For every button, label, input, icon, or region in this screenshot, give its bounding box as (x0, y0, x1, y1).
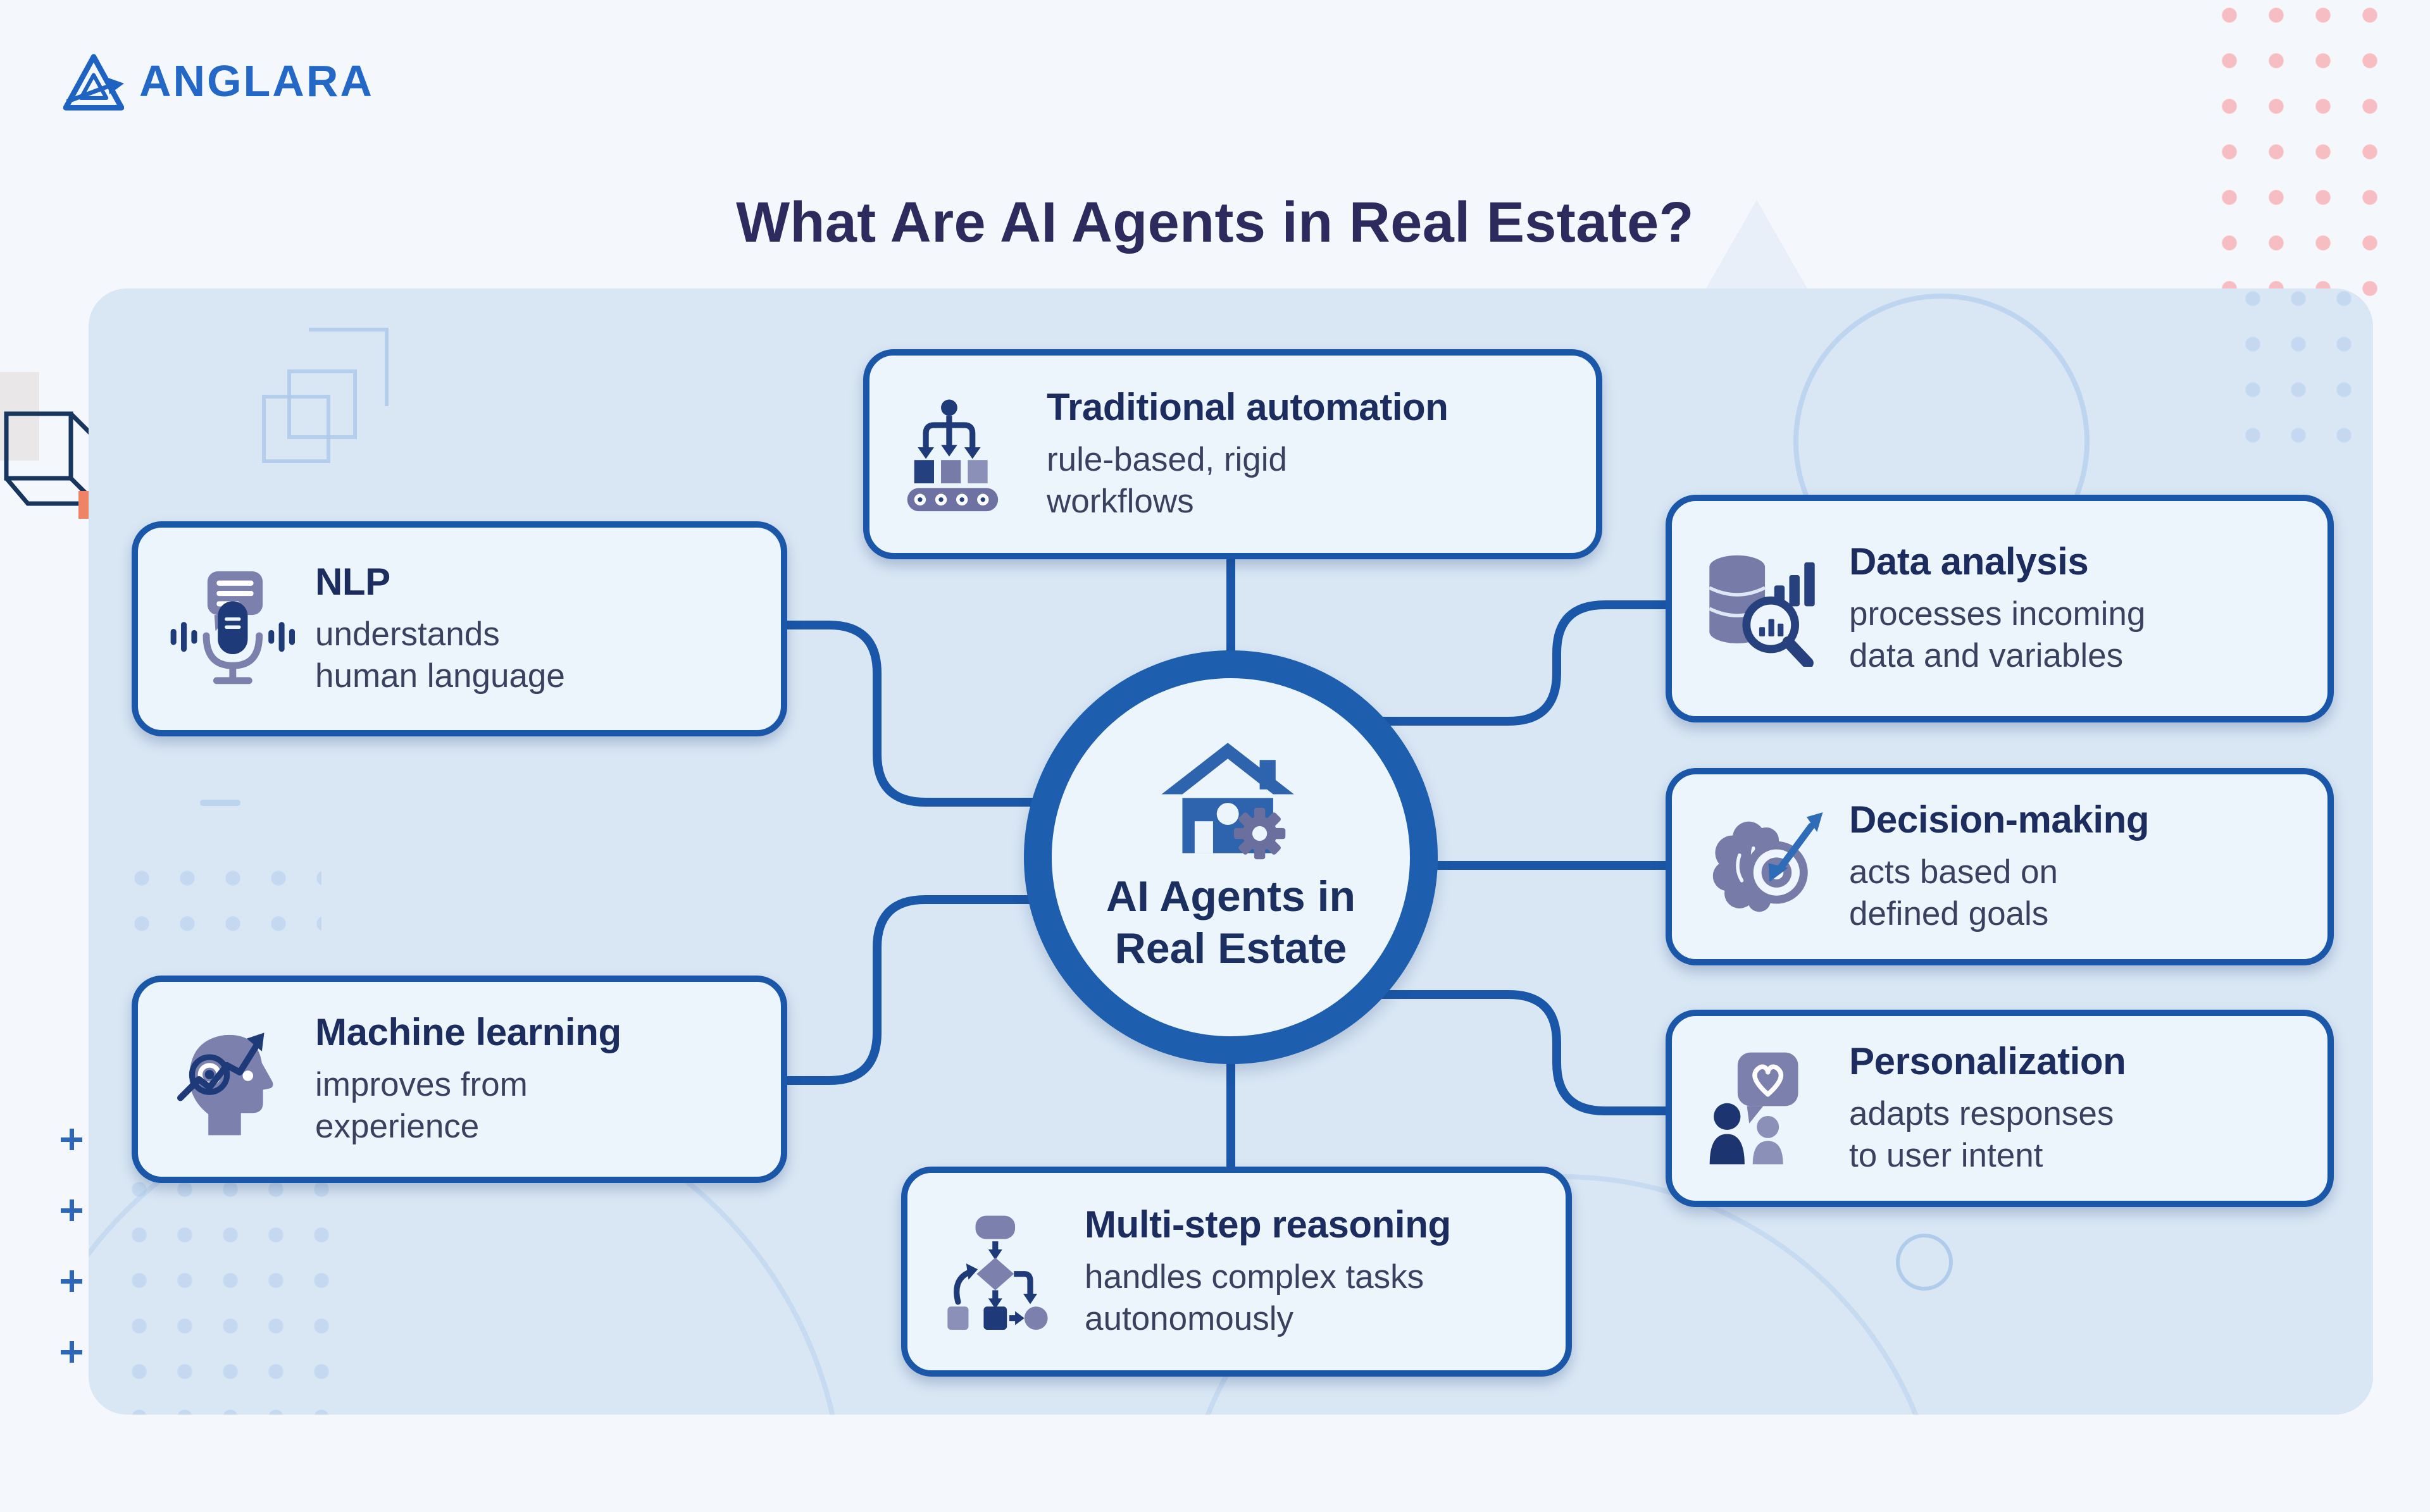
node-title: Multi-step reasoning (1085, 1204, 1451, 1246)
triangle-arrow-logo-icon (63, 54, 124, 111)
node-nlp: NLP understands human language (132, 521, 787, 736)
node-title: Traditional automation (1047, 387, 1449, 429)
head-growth-arrow-icon (168, 1021, 295, 1137)
node-body: rule-based, rigid workflows (1047, 440, 1288, 519)
node-personalization: Personalization adapts responses to user… (1666, 1010, 2334, 1207)
hub-label: AI Agents in Real Estate (1106, 873, 1356, 972)
microphone-speech-icon (168, 571, 295, 687)
node-data-analysis: Data analysis processes incoming data an… (1666, 495, 2334, 722)
square-outline-decoration (262, 395, 330, 463)
page-title: What Are AI Agents in Real Estate? (736, 190, 1694, 255)
chat-heart-people-icon (1702, 1050, 1829, 1167)
node-traditional-automation: Traditional automation rule-based, rigid… (863, 349, 1602, 559)
node-body: handles complex tasks autonomously (1085, 1257, 1424, 1337)
node-title: Decision-making (1849, 799, 2150, 841)
corner-bracket-decoration (309, 328, 389, 406)
anglara-logo: ANGLARA (63, 53, 374, 111)
plus-decoration (61, 1129, 82, 1150)
node-body: processes incoming data and variables (1849, 594, 2146, 674)
database-magnifier-icon (1702, 550, 1829, 667)
plus-decoration (61, 1270, 82, 1292)
node-title: NLP (315, 561, 390, 604)
node-body: adapts responses to user intent (1849, 1094, 2114, 1174)
pink-dot-grid-decoration (2206, 0, 2396, 316)
node-title: Data analysis (1849, 541, 2089, 583)
node-machine-learning: Machine learning improves from experienc… (132, 976, 787, 1183)
blue-dot-grid-decoration (119, 855, 321, 934)
house-gear-icon (1161, 743, 1293, 860)
node-decision-making: Decision-making acts based on defined go… (1666, 768, 2334, 965)
node-body: acts based on defined goals (1849, 852, 2059, 932)
square-outline-decoration (287, 369, 357, 439)
dash-decoration (200, 800, 240, 806)
node-multi-step-reasoning: Multi-step reasoning handles complex tas… (901, 1167, 1572, 1377)
flowchart-icon (938, 1213, 1064, 1330)
brain-target-icon (1702, 809, 1829, 925)
plus-decoration (61, 1199, 82, 1221)
hub-ai-agents-in-real-estate: AI Agents in Real Estate (1024, 650, 1438, 1064)
node-body: improves from experience (315, 1065, 528, 1144)
node-title: Personalization (1849, 1041, 2126, 1083)
logo-text: ANGLARA (139, 57, 374, 106)
plus-decoration (61, 1341, 82, 1363)
triangle-decoration (1706, 200, 1807, 288)
circle-outline-decoration (1896, 1234, 1953, 1291)
blue-dot-grid-decoration (2230, 288, 2373, 453)
node-title: Machine learning (315, 1012, 621, 1054)
node-body: understands human language (315, 614, 565, 694)
conveyor-automation-icon (900, 396, 1026, 512)
